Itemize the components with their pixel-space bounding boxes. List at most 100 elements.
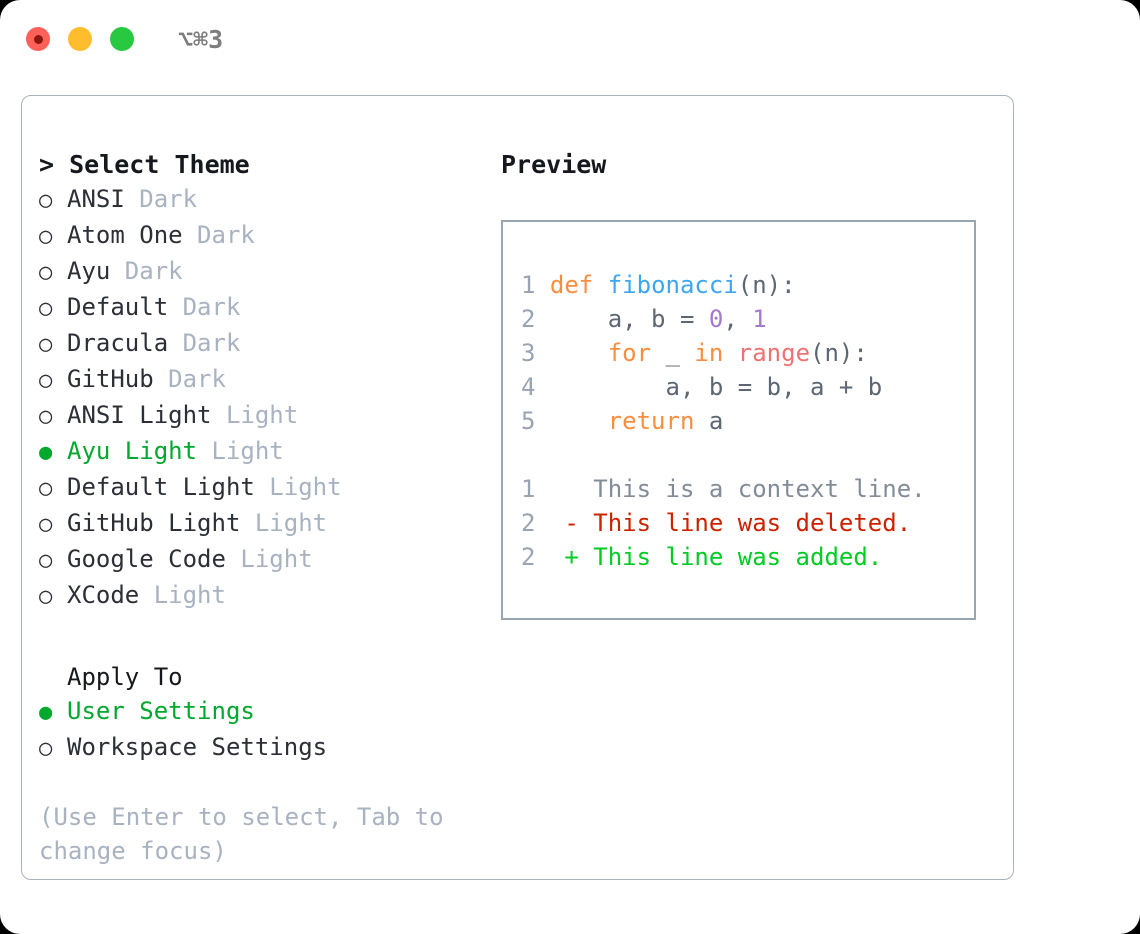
theme-option-variant: Dark (153, 365, 226, 393)
theme-option-default[interactable]: ○ Default Dark (39, 290, 489, 326)
code-token: a (694, 407, 724, 435)
theme-option-variant: Dark (168, 329, 241, 357)
radio-unselected-icon: ○ (39, 260, 53, 285)
theme-option-label: Google Code (67, 545, 226, 573)
code-token (550, 339, 608, 367)
theme-option-label: Dracula (67, 329, 169, 357)
code-token: for (607, 339, 652, 367)
code-line: 1 def fibonacci(n): (521, 268, 974, 302)
radio-unselected-icon: ○ (39, 332, 53, 357)
radio-unselected-icon: ○ (39, 368, 53, 393)
code-token (550, 407, 608, 435)
select-theme-header: > Select Theme (39, 150, 250, 179)
code-token: 1 (752, 305, 767, 333)
theme-option-github[interactable]: ○GitHub Dark (39, 362, 489, 398)
theme-option-label: Ayu Light (67, 437, 198, 465)
apply-to-option-label: Workspace Settings (67, 733, 328, 761)
theme-option-ayu-light[interactable]: ● Ayu Light Light (39, 434, 489, 470)
code-token (723, 339, 737, 367)
code-token: def (549, 271, 594, 299)
radio-unselected-icon: ○ (39, 584, 53, 609)
diff-text: This line was added. (593, 543, 883, 571)
line-number: 2 (521, 509, 536, 537)
maximize-button[interactable] (110, 27, 134, 51)
theme-option-default-light[interactable]: ○Default Light Light (39, 470, 489, 506)
theme-option-ansi-light[interactable]: ○ANSI Light Light (39, 398, 489, 434)
diff-text: This line was deleted. (593, 509, 912, 537)
theme-option-label: Default (67, 293, 169, 321)
theme-option-variant: Dark (124, 185, 198, 213)
theme-option-label: XCode (67, 581, 140, 609)
radio-selected-icon: ● (39, 440, 53, 465)
theme-option-label: Ayu (67, 257, 111, 285)
theme-option-variant: Light (197, 437, 284, 465)
diff-sign: - (564, 509, 579, 537)
line-number: 4 (521, 373, 536, 401)
window-controls (26, 27, 134, 51)
radio-unselected-icon: ○ (39, 476, 53, 501)
diff-line-ctx: 1 This is a context line. (521, 472, 974, 506)
close-button[interactable] (26, 27, 50, 51)
theme-list: ○ANSI Dark ○ Atom One Dark ○ Ayu Dark ○ Defaul… (39, 182, 489, 614)
diff-line-text: + This line was added. (535, 543, 882, 571)
code-line: 5 return a (521, 404, 974, 438)
code-token: (n): (737, 271, 796, 299)
apply-to-option-label: User Settings (67, 697, 255, 725)
radio-unselected-icon: ○ (39, 296, 53, 321)
theme-option-xcode[interactable]: ○ XCode Light (39, 578, 489, 614)
diff-sign (564, 475, 578, 503)
radio-unselected-icon: ○ (39, 736, 53, 761)
theme-option-variant: Dark (110, 257, 183, 285)
theme-option-ansi[interactable]: ○ANSI Dark (39, 182, 489, 218)
theme-option-label: Default Light (67, 473, 255, 501)
diff-line-text: - This line was deleted. (535, 509, 911, 537)
theme-option-atom-one[interactable]: ○ Atom One Dark (39, 218, 489, 254)
line-number: 2 (521, 543, 536, 571)
diff-text: This is a context line. (593, 475, 926, 503)
diff-line-del: 2 - This line was deleted. (521, 506, 974, 540)
code-token: _ (651, 339, 695, 367)
theme-option-google-code[interactable]: ○ Google Code Light (39, 542, 489, 578)
theme-selector-column: > Select Theme ○ANSI Dark○Atom One Dark○… (39, 148, 489, 868)
code-token: range (737, 339, 811, 367)
code-token: in (694, 339, 724, 367)
line-number: 3 (521, 339, 536, 367)
theme-option-variant: Light (211, 401, 299, 429)
title-bar: ⌥⌘3 (0, 0, 1140, 78)
code-gutter-space (535, 305, 549, 333)
theme-option-label: Atom One (67, 221, 183, 249)
code-line: 2 a, b = 0, 1 (521, 302, 974, 336)
theme-option-dracula[interactable]: ○ Dracula Dark (39, 326, 489, 362)
code-token (593, 271, 607, 299)
line-number: 1 (521, 475, 536, 503)
radio-unselected-icon: ○ (39, 224, 53, 249)
keyboard-hint-text: (Use Enter to select, Tab to change focu… (39, 803, 459, 865)
theme-option-variant: Dark (168, 293, 241, 321)
theme-option-variant: Dark (182, 221, 255, 249)
line-number: 1 (521, 271, 536, 299)
theme-option-variant: Light (225, 545, 313, 573)
code-line: 4 a, b = b, a + b (521, 370, 974, 404)
preview-title: Preview (501, 150, 607, 179)
apply-to-option-user-settings[interactable]: ●User Settings (39, 694, 489, 730)
code-gutter-space (535, 373, 549, 401)
preview-column: Preview 1 def fibonacci(n):2 a, b = 0, 1… (501, 148, 991, 620)
line-number: 2 (521, 305, 536, 333)
apply-to-list: ●User Settings ○ Workspace Settings (39, 694, 489, 766)
apply-to-option-workspace-settings[interactable]: ○ Workspace Settings (39, 730, 489, 766)
code-token: return (607, 407, 695, 435)
code-gutter-space (535, 271, 549, 299)
code-token: a, b = (549, 305, 709, 333)
diff-sign: + (564, 543, 579, 571)
theme-option-github-light[interactable]: ○GitHub Light Light (39, 506, 489, 542)
code-line: 3 for _ in range(n): (521, 336, 974, 370)
radio-unselected-icon: ○ (39, 548, 53, 573)
code-token: fibonacci (607, 271, 738, 299)
minimize-button[interactable] (68, 27, 92, 51)
keyboard-shortcut-label: ⌥⌘3 (178, 24, 224, 54)
theme-option-ayu[interactable]: ○ Ayu Dark (39, 254, 489, 290)
theme-option-variant: Light (139, 581, 226, 609)
